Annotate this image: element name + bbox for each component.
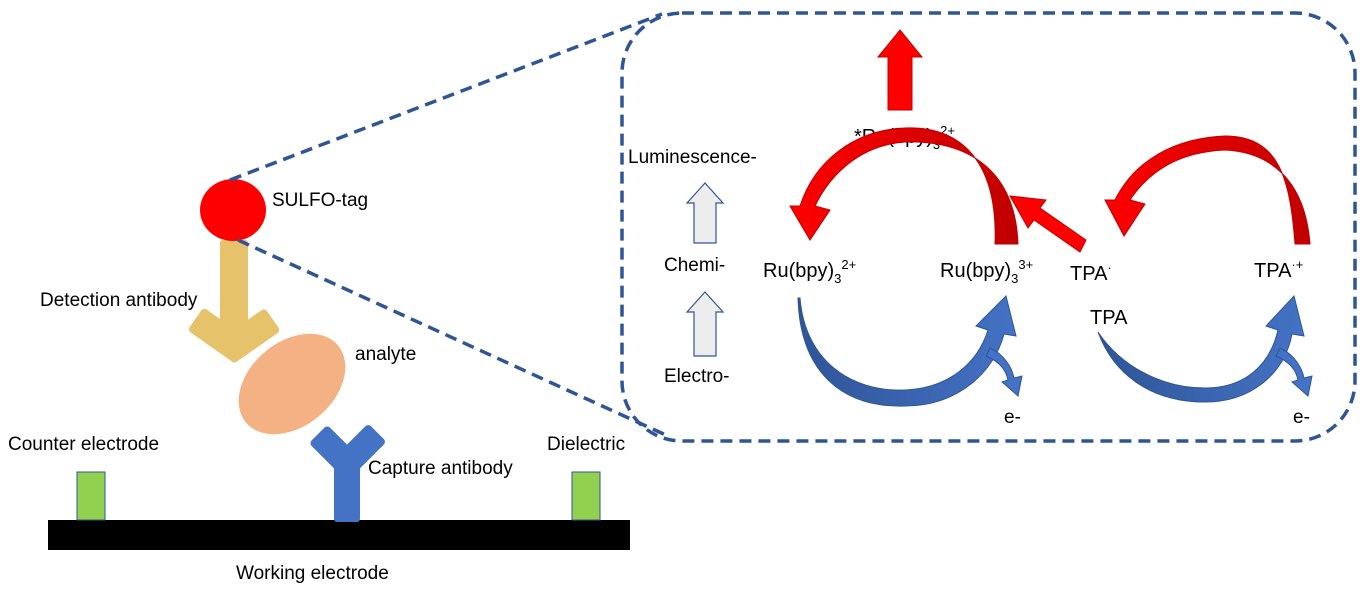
capture-antibody <box>310 425 385 522</box>
tpa-label: TPA <box>1090 307 1128 329</box>
zoom-line-top <box>229 12 663 182</box>
blue-electron-arrow-right <box>1275 347 1313 397</box>
sulfo-tag-label: SULFO-tag <box>272 190 368 211</box>
ru3-label: Ru(bpy)33+ <box>940 257 1033 286</box>
dielectric-pad <box>571 471 601 521</box>
analyte-label: analyte <box>355 344 416 365</box>
dielectric-label: Dielectric <box>547 434 625 455</box>
tpa-cation-label: TPA·+ <box>1254 257 1303 282</box>
blue-curved-arrow-left <box>797 295 1017 407</box>
capture-antibody-label: Capture antibody <box>368 458 513 479</box>
analyte <box>238 333 346 435</box>
hollow-arrow-upper <box>685 182 725 244</box>
sulfo-tag <box>200 179 266 241</box>
electro-label: Electro- <box>664 366 729 387</box>
detection-antibody <box>188 240 280 363</box>
counter-electrode-label: Counter electrode <box>8 434 159 455</box>
working-electrode <box>48 520 630 550</box>
tpa-radical-label: TPA· <box>1070 260 1112 285</box>
zoom-line-bottom <box>237 238 669 438</box>
electron-label-right: e- <box>1293 407 1310 428</box>
light-emission-arrow <box>876 29 924 111</box>
counter-electrode-pad <box>76 471 106 521</box>
chemi-label: Chemi- <box>664 255 725 276</box>
red-arrow-tpa-to-ru <box>1009 195 1087 253</box>
red-curved-arrow-right <box>1104 135 1311 245</box>
working-electrode-label: Working electrode <box>236 563 389 584</box>
ru2-label: Ru(bpy)32+ <box>763 257 856 286</box>
hollow-arrow-lower <box>685 291 725 357</box>
red-curved-arrow-left <box>789 127 1019 245</box>
luminescence-label: Luminescence- <box>628 147 757 168</box>
zoom-inset-border <box>620 11 1357 443</box>
blue-curved-arrow-right <box>1097 294 1305 403</box>
blue-electron-arrow-left <box>985 347 1023 397</box>
electron-label-left: e- <box>1004 407 1021 428</box>
detection-antibody-label: Detection antibody <box>40 290 198 311</box>
